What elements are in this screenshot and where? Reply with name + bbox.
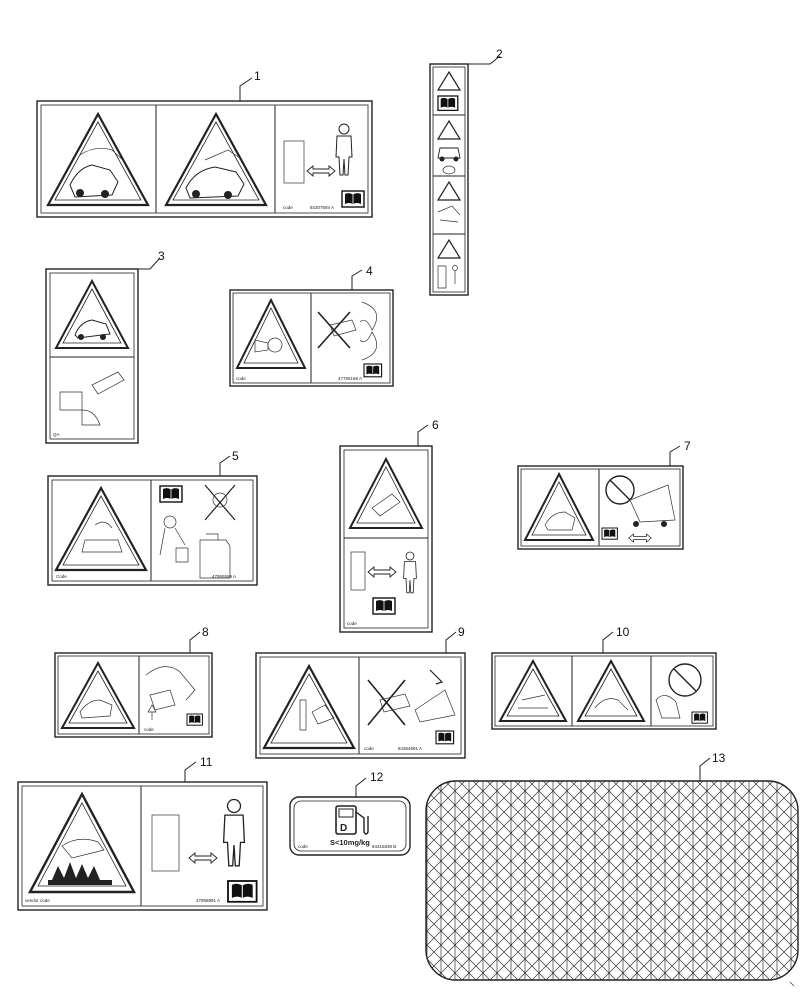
- decal-10: 10: [491, 625, 717, 730]
- operator-manual-icon: [437, 95, 459, 112]
- machine-zone-icon: [151, 814, 180, 872]
- operator-manual-icon: [227, 880, 258, 903]
- anti-slip-mesh: [425, 780, 799, 981]
- callout-2: 2: [496, 47, 503, 61]
- warning-triangle-icon: [576, 658, 646, 722]
- warning-triangle-icon: [436, 70, 462, 91]
- decal-5-part-number: 47955599 A: [212, 574, 236, 579]
- warning-triangle-icon: [436, 238, 462, 259]
- decal-1: code 84307694 A 1: [36, 69, 373, 218]
- fuel-sulfur-spec: S<10mg/kg: [330, 838, 370, 847]
- decal-12: D S<10mg/kg code 84316838 B 12: [289, 770, 411, 856]
- callout-4: 4: [366, 264, 373, 278]
- operator-manual-icon: [363, 363, 383, 378]
- operator-manual-icon: [186, 713, 203, 726]
- warning-triangle-icon: [498, 658, 568, 722]
- callout-3: 3: [158, 249, 165, 263]
- callout-10: 10: [616, 625, 630, 639]
- decal-11-code: vendor code: [25, 898, 50, 903]
- decal-8-code: code: [144, 727, 154, 732]
- operator-manual-icon: [341, 190, 365, 208]
- decal-1-part-number: 84307694 A: [310, 205, 334, 210]
- decal-8: code 8: [54, 625, 213, 738]
- operator-manual-icon: [435, 730, 455, 745]
- warning-triangle-icon: [235, 297, 307, 369]
- warning-triangle-icon: [436, 180, 462, 201]
- callout-5: 5: [232, 449, 239, 463]
- callout-13: 13: [712, 751, 726, 765]
- operator-manual-icon: [159, 485, 183, 503]
- operator-manual-icon: [601, 527, 618, 540]
- decal-4-code: code: [236, 376, 246, 381]
- callout-6: 6: [432, 418, 439, 432]
- callout-9: 9: [458, 625, 465, 639]
- warning-triangle-icon: [54, 485, 148, 572]
- operator-manual-icon: [691, 711, 708, 724]
- decal-6-code: code: [347, 621, 357, 626]
- callout-11: 11: [200, 755, 213, 769]
- warning-triangle-icon: [348, 456, 424, 529]
- decal-4-part-number: 47765158 A: [338, 376, 362, 381]
- prohibition-icon: [605, 475, 635, 505]
- decal-9-code: code: [364, 746, 374, 751]
- decal-4: code 47765158 A 4: [229, 264, 394, 387]
- decal-7: 7: [517, 439, 691, 550]
- fuel-type-letter: D: [340, 823, 347, 834]
- decal-3: QA 3: [45, 249, 165, 444]
- decal-9: code 84364891 A 9: [255, 625, 466, 759]
- decal-5-code: Code: [56, 574, 67, 579]
- warning-triangle-icon: [60, 660, 136, 729]
- machine-zone-icon: [350, 551, 366, 591]
- warning-triangle-icon: [436, 119, 462, 140]
- decal-9-part-number: 84364891 A: [398, 746, 422, 751]
- warning-triangle-icon: [54, 278, 130, 349]
- fuel-pump-icon: D: [335, 805, 369, 835]
- decal-6: code 6: [339, 418, 439, 633]
- warning-triangle-icon: [523, 471, 595, 541]
- callout-8: 8: [202, 625, 209, 639]
- decal-1-code: code: [283, 205, 293, 210]
- machine-zone-icon: [283, 140, 305, 184]
- decal-11: vendor code 47958991 A 11: [17, 755, 268, 911]
- decal-12-part-number: 84316838 B: [372, 844, 396, 849]
- callout-1: 1: [254, 69, 261, 83]
- warning-triangle-icon: [28, 791, 136, 894]
- prohibition-icon: [668, 663, 702, 697]
- decal-5: Code 47955599 A 5: [47, 449, 258, 586]
- decal-3-code: QA: [53, 432, 60, 437]
- decal-2: 2: [429, 47, 503, 296]
- warning-triangle-icon: [46, 111, 150, 207]
- decal-13-anti-slip-mesh: 13: [425, 751, 799, 981]
- decal-11-part-number: 47958991 A: [196, 898, 220, 903]
- decal-12-code: code: [298, 844, 308, 849]
- callout-12: 12: [370, 770, 384, 784]
- callout-7: 7: [684, 439, 691, 453]
- warning-triangle-icon: [164, 111, 268, 207]
- warning-triangle-icon: [262, 663, 356, 750]
- operator-manual-icon: [372, 597, 396, 615]
